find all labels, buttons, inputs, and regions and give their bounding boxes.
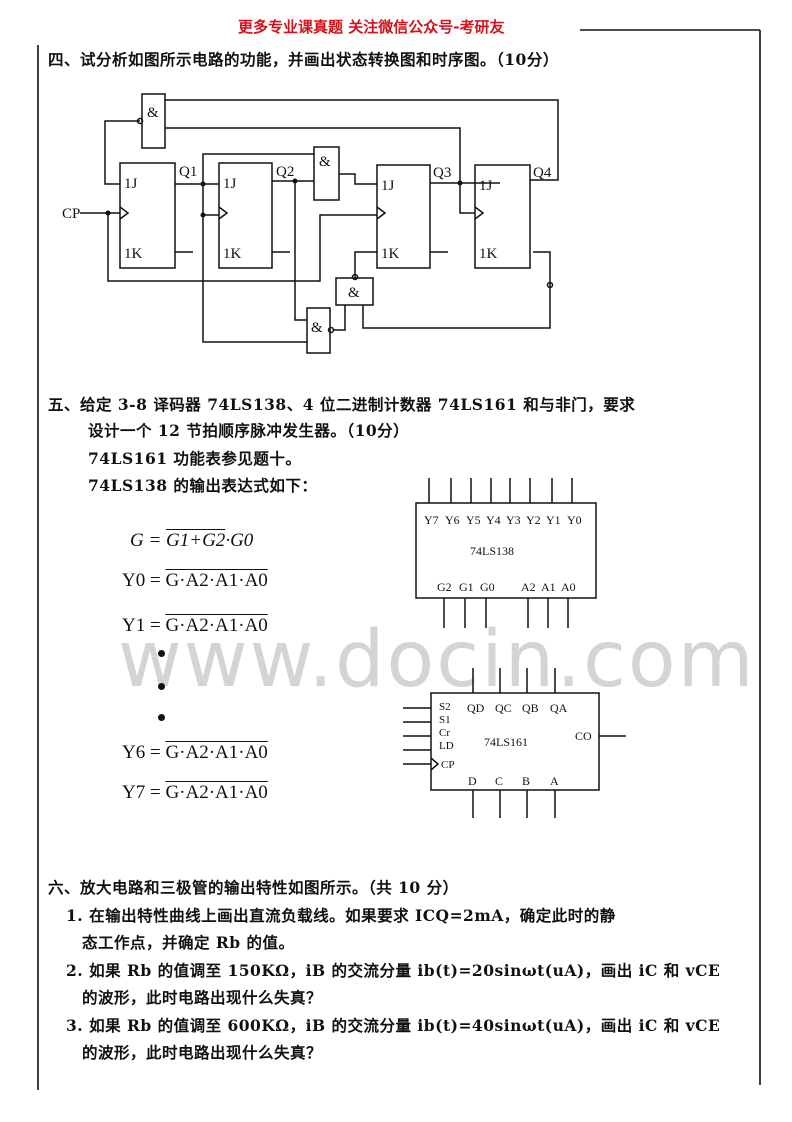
pin-label: Y3 [506,513,521,527]
q6-item: 1. 在输出特性曲线上画出直流负载线。如果要求 ICQ=2mA，确定此时的静 [66,906,616,925]
ellipsis-dot [158,714,165,721]
pin-label: QA [550,701,568,715]
chip-name: 74LS161 [484,735,528,749]
pin-label: A0 [561,580,576,594]
q5-line4: 74LS138 的输出表达式如下： [88,476,318,495]
q3-label: Q3 [433,165,451,181]
pin-label: Y0 [567,513,582,527]
formula-y6: Y6 = G·A2·A1·A0 [122,742,268,763]
q6-item: 2. 如果 Rb 的值调至 150KΩ，iB 的交流分量 ib(t)=20sin… [66,961,721,980]
formula-y7: Y7 = G·A2·A1·A0 [122,782,268,803]
ellipsis-dot [158,683,165,690]
ff3-k-label: 1K [381,246,400,262]
pin-label: Cr [439,727,450,739]
pin-label: S1 [439,714,451,726]
and-gate-top [141,93,166,149]
and-gate-low2 [306,307,331,354]
q4-label: Q4 [533,165,552,181]
formula-g: G = G1+G2·G0 [130,530,254,551]
formula-y0: Y0 = G·A2·A1·A0 [122,570,268,591]
flip-flop-1 [119,162,176,269]
pin-label: CO [575,729,592,743]
pin-label: LD [439,740,454,752]
and-label: & [147,105,159,121]
pin-label: Y2 [526,513,541,527]
pin-label: S2 [439,701,451,713]
pin-label: A1 [541,580,556,594]
pin-label: A [550,774,559,788]
pin-label: Y6 [445,513,460,527]
q6-item: 态工作点，并确定 Rb 的值。 [82,933,295,952]
ellipsis-dot [158,650,165,657]
formula-y1: Y1 = G·A2·A1·A0 [122,615,268,636]
flip-flop-3 [376,164,431,269]
pin-label: G1 [459,580,474,594]
ff1-j-label: 1J [124,176,138,192]
pin-label: B [522,774,530,788]
q2-label: Q2 [276,164,294,180]
ff3-j-label: 1J [381,178,395,194]
sequential-circuit-diagram: CP 1J 1K 1J 1K 1J 1K 1J 1K Q1 Q2 Q3 Q4 &… [62,93,559,354]
pin-label: Y1 [546,513,561,527]
pin-label: C [495,774,503,788]
pin-label: QC [495,701,512,715]
cp-label: CP [62,206,80,222]
ff4-j-label: 1J [479,178,493,194]
and-label: & [311,320,323,336]
ff2-k-label: 1K [223,246,242,262]
chip-74ls138 [415,502,597,599]
q1-label: Q1 [179,164,197,180]
q6-item: 的波形，此时电路出现什么失真？ [82,988,323,1007]
pin-label: QB [522,701,539,715]
q4-title: 四、试分析如图所示电路的功能，并画出状态转换图和时序图。（10分） [48,50,559,69]
q5-line2: 设计一个 12 节拍顺序脉冲发生器。（10分） [88,421,410,440]
chip-diagrams: Y7 Y6 Y5 Y4 Y3 Y2 Y1 Y0 74LS138 G2 G1 G0… [403,478,626,818]
pin-label: CP [441,759,454,771]
chip-name: 74LS138 [470,544,514,558]
pin-label: Y4 [486,513,501,527]
q5-line1: 五、给定 3-8 译码器 74LS138、4 位二进制计数器 74LS161 和… [48,395,636,414]
flip-flop-4 [474,164,531,269]
ff4-k-label: 1K [479,246,498,262]
chip-74ls161 [430,692,600,791]
q6-title: 六、放大电路和三极管的输出特性如图所示。（共 10 分） [48,878,459,897]
pin-label: G0 [480,580,495,594]
q6-item: 3. 如果 Rb 的值调至 600KΩ，iB 的交流分量 ib(t)=40sin… [66,1016,721,1035]
pin-label: G2 [437,580,452,594]
ff1-k-label: 1K [124,246,143,262]
header-banner: 更多专业课真题 关注微信公众号-考研友 [238,18,505,36]
ff2-j-label: 1J [223,176,237,192]
q6-item: 的波形，此时电路出现什么失真？ [82,1043,323,1062]
and-label: & [319,154,331,170]
q5-line3: 74LS161 功能表参见题十。 [88,449,302,468]
pin-label: D [468,774,477,788]
pin-label: Y5 [466,513,481,527]
and-label: & [348,285,360,301]
pin-label: Y7 [424,513,439,527]
pin-label: A2 [521,580,536,594]
pin-label: QD [467,701,485,715]
watermark: www.docin.com [118,615,756,705]
